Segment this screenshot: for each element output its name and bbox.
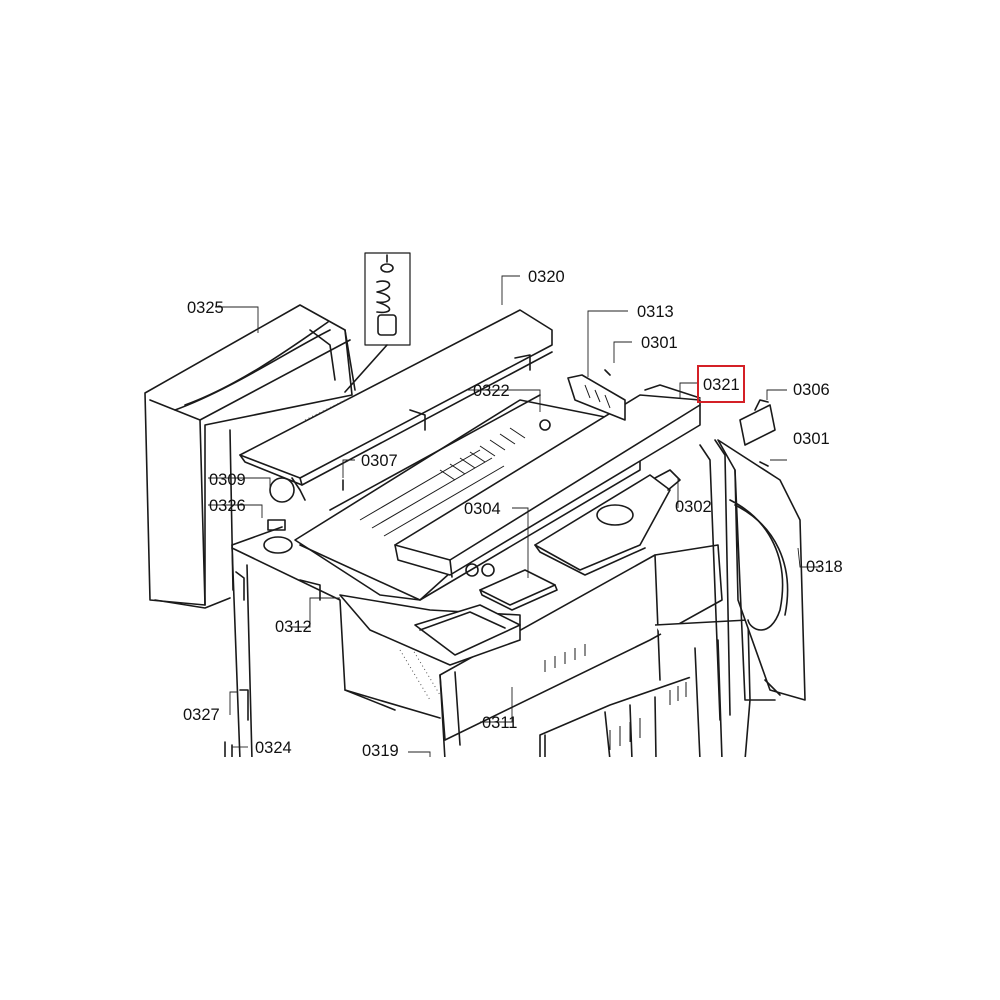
drain-fitting (263, 536, 293, 554)
valve-inset (344, 252, 411, 393)
drip-tray (534, 469, 681, 576)
label-0301-top: 0301 (641, 334, 678, 352)
label-0309: 0309 (209, 471, 246, 489)
label-0319: 0319 (362, 742, 399, 760)
top-lid (239, 309, 553, 501)
label-0301-right: 0301 (793, 430, 830, 448)
switch-part (739, 399, 776, 446)
rear-side-panel (699, 439, 806, 721)
label-0313: 0313 (637, 303, 674, 321)
label-0312: 0312 (275, 618, 312, 636)
label-0304: 0304 (464, 500, 501, 518)
bracket-0313 (567, 374, 626, 421)
front-panel (439, 544, 751, 761)
label-0320: 0320 (528, 268, 565, 286)
label-0327: 0327 (183, 706, 220, 724)
small-block (267, 519, 286, 531)
label-0307: 0307 (361, 452, 398, 470)
label-0324: 0324 (255, 739, 292, 757)
front-lid-part (394, 384, 701, 578)
label-0322: 0322 (473, 382, 510, 400)
leader-lines (208, 275, 820, 760)
label-0318: 0318 (806, 558, 843, 576)
water-tank (144, 304, 356, 609)
label-0302: 0302 (675, 498, 712, 516)
label-0321: 0321 (703, 376, 740, 394)
label-0306: 0306 (793, 381, 830, 399)
label-0325: 0325 (187, 299, 224, 317)
highlight-box (697, 365, 745, 403)
base-panel (339, 594, 521, 666)
small-cover (465, 563, 558, 611)
label-0311: 0311 (482, 714, 517, 732)
label-0326: 0326 (209, 497, 246, 515)
callout-labels: 0325 0320 0313 0301 0321 0306 0322 0301 … (183, 268, 843, 760)
crop-mask (0, 757, 1000, 1000)
ring-seal (269, 477, 295, 503)
screws (604, 369, 769, 467)
